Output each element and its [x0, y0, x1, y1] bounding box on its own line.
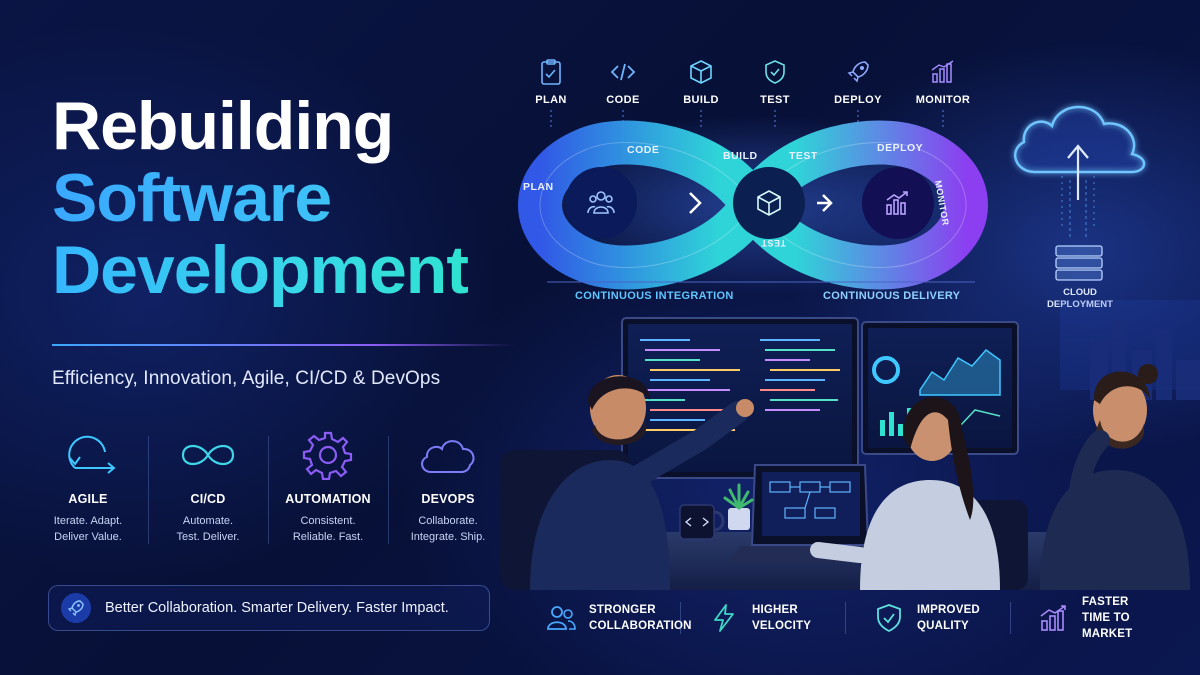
chevron-right-icon — [689, 192, 702, 214]
benefit-time-to-market: FASTER TIME TO MARKET — [1010, 588, 1175, 648]
pillar-list: AGILE Iterate. Adapt. Deliver Value. CI/… — [28, 430, 508, 550]
stage-label: BUILD — [683, 94, 719, 106]
benefit-text: FASTER TIME TO MARKET — [1082, 596, 1133, 640]
stage-test: TEST — [735, 58, 815, 106]
stage-label: DEPLOY — [834, 94, 882, 106]
stage-monitor: MONITOR — [903, 58, 983, 106]
loop-label-plan: PLAN — [523, 181, 554, 193]
people-icon — [547, 606, 576, 630]
stage-label: CODE — [606, 94, 640, 106]
benefit-text: STRONGER COLLABORATION — [589, 604, 692, 632]
arrow-icon — [817, 194, 833, 212]
tagline-text: Better Collaboration. Smarter Delivery. … — [105, 600, 449, 616]
box-icon — [690, 60, 712, 84]
cloud-deployment-label: CLOUD DEPLOYMENT — [1047, 287, 1113, 310]
bar-chart-icon — [886, 191, 908, 215]
box-icon — [757, 190, 781, 216]
rocket-icon — [847, 61, 869, 83]
pillar-desc: Collaborate. Integrate. Ship. — [410, 515, 486, 543]
benefit-list: STRONGER COLLABORATION HIGHER VELOCITY I… — [515, 588, 1185, 648]
lightning-icon — [714, 604, 734, 632]
pillar-automation: AUTOMATION Consistent. Reliable. Fast. — [268, 430, 388, 550]
bar-chart-icon — [931, 60, 954, 83]
cloud-upload-icon — [1013, 105, 1146, 281]
coffee-mug — [679, 504, 725, 540]
devops-infinity-diagram: PLAN CODE BUILD TEST DEPLOY MONITOR TEST… — [505, 50, 1000, 320]
monitor-dashboard — [861, 321, 1019, 455]
pillar-agile: AGILE Iterate. Adapt. Deliver Value. — [28, 430, 148, 550]
pillar-desc: Iterate. Adapt. Deliver Value. — [53, 515, 123, 543]
tagline-banner: Better Collaboration. Smarter Delivery. … — [48, 585, 490, 631]
stage-label: TEST — [760, 94, 790, 106]
loop-label-code: CODE — [627, 144, 660, 156]
people-icon — [587, 191, 615, 214]
benefit-quality: IMPROVED QUALITY — [845, 588, 1010, 648]
plant — [723, 483, 754, 530]
benefit-velocity: HIGHER VELOCITY — [680, 588, 845, 648]
stage-label: MONITOR — [915, 94, 971, 106]
benefit-collaboration: STRONGER COLLABORATION — [515, 588, 691, 648]
developer-pointing — [500, 375, 754, 590]
benefit-text: IMPROVED QUALITY — [917, 604, 980, 632]
stage-code: CODE — [583, 58, 663, 106]
cloud-deployment: CLOUD DEPLOYMENT — [1000, 80, 1160, 310]
pillar-name: AUTOMATION — [285, 492, 371, 506]
stage-deploy: DEPLOY — [818, 58, 898, 106]
team-workspace-illustration — [500, 300, 1200, 590]
stage-plan: PLAN — [511, 58, 591, 106]
infinity-icon — [181, 444, 235, 466]
title-line-3: Development — [52, 232, 469, 308]
growth-chart-icon — [1040, 605, 1066, 631]
pillar-cicd: CI/CD Automate. Test. Deliver. — [148, 430, 268, 550]
page-title: Rebuilding Software Development — [52, 88, 469, 308]
clipboard-icon — [541, 59, 561, 85]
loop-label-deploy: DEPLOY — [877, 142, 924, 154]
subtitle: Efficiency, Innovation, Agile, CI/CD & D… — [52, 368, 441, 389]
pillar-devops: DEVOPS Collaborate. Integrate. Ship. — [388, 430, 508, 550]
pillar-desc: Automate. Test. Deliver. — [176, 515, 240, 543]
infinity-loop-graphic — [513, 110, 993, 295]
benefit-text: HIGHER VELOCITY — [752, 604, 812, 632]
continuous-delivery-label: CONTINUOUS DELIVERY — [823, 290, 961, 302]
continuous-integration-label: CONTINUOUS INTEGRATION — [575, 290, 734, 302]
loop-label-build: BUILD — [723, 150, 758, 162]
pillar-desc: Consistent. Reliable. Fast. — [292, 515, 364, 543]
title-line-2: Software — [52, 164, 468, 236]
shield-check-icon — [765, 60, 785, 84]
agile-cycle-icon — [68, 435, 116, 474]
server-stack-icon — [1055, 245, 1103, 281]
gear-icon — [302, 431, 353, 480]
loop-label-test: TEST — [789, 150, 818, 162]
developer-typing — [810, 396, 1028, 590]
monitor-code — [621, 317, 859, 479]
pillar-name: CI/CD — [190, 492, 226, 506]
title-line-1: Rebuilding — [52, 88, 394, 164]
code-icon — [610, 63, 636, 81]
cloud-icon — [421, 440, 475, 473]
pillar-name: AGILE — [68, 492, 108, 506]
shield-check-icon — [877, 604, 901, 633]
stage-label: PLAN — [535, 94, 567, 106]
developer-thinking — [1040, 364, 1190, 590]
title-divider — [52, 344, 514, 346]
pillar-name: DEVOPS — [421, 492, 475, 506]
loop-label-test-lower: TEST — [761, 238, 787, 248]
stage-build: BUILD — [661, 58, 741, 106]
rocket-icon — [61, 593, 91, 623]
